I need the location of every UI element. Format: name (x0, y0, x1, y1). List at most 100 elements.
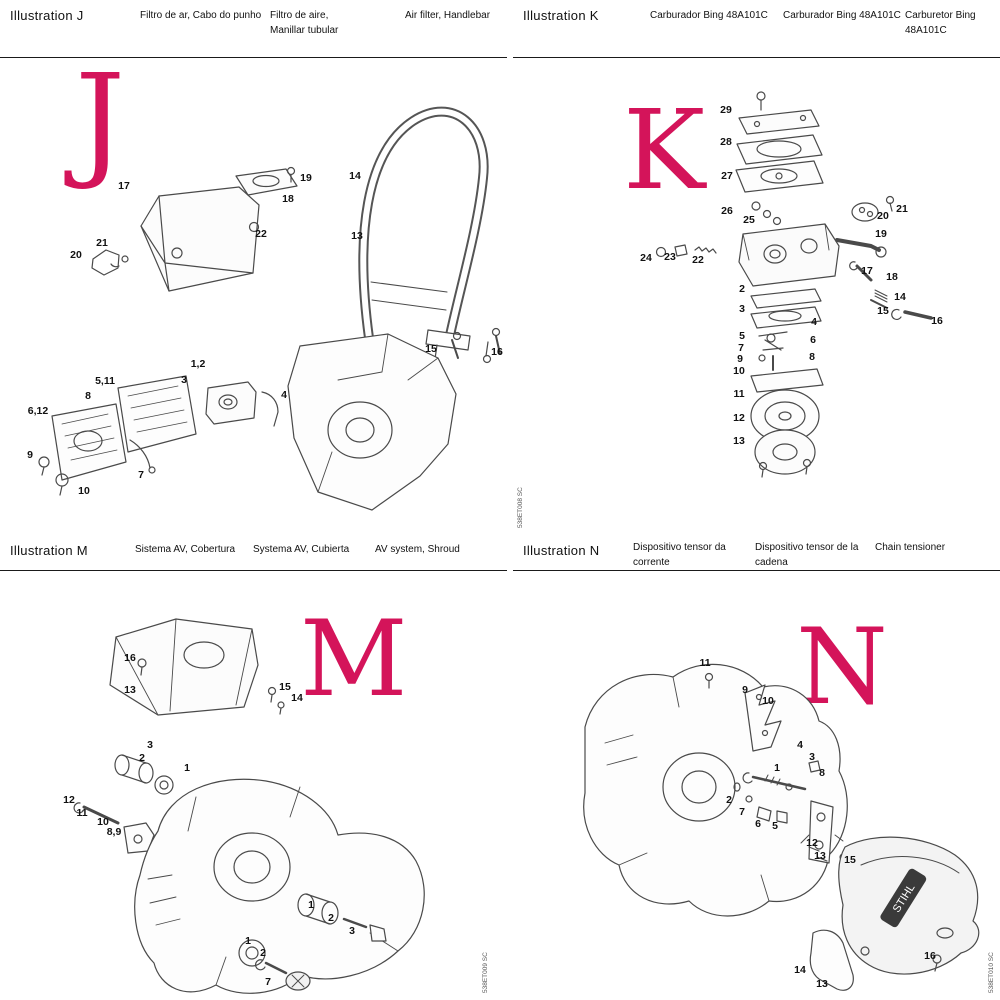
part-callout-4: 4 (281, 389, 287, 401)
part-callout-1: 1 (308, 899, 314, 911)
part-callout-11: 11 (699, 657, 711, 669)
part-callout-7: 7 (738, 342, 744, 354)
part-callout-25: 25 (743, 214, 755, 226)
header-divider (0, 570, 507, 571)
section-letter-j: J (75, 48, 126, 193)
part-callout-10: 10 (78, 485, 90, 497)
part-callout-14: 14 (894, 291, 906, 303)
part-callout-1: 1 (245, 935, 251, 947)
part-callout-19: 19 (875, 228, 887, 240)
part-callout-9: 9 (742, 684, 748, 696)
part-callout-20: 20 (877, 210, 889, 222)
part-callout-3: 3 (181, 374, 187, 386)
panel-header-k: Illustration K (523, 8, 599, 23)
doc-code: 538ET010 SC (988, 952, 995, 993)
panel-illustration-m: Illustration M Sistema AV, Cobertura Sys… (0, 535, 507, 1000)
part-callout-27: 27 (721, 170, 733, 182)
panel-illustration-j: Illustration J Filtro de ar, Cabo do pun… (0, 0, 507, 535)
part-callout-6: 6 (755, 818, 761, 830)
part-callout-1: 1 (184, 762, 190, 774)
part-callout-9: 9 (737, 353, 743, 365)
description-es: Systema AV, Cubierta (253, 544, 350, 555)
part-callout-11: 11 (76, 807, 88, 819)
section-letter-n: N (796, 606, 888, 728)
part-callout-24: 24 (640, 252, 652, 264)
part-callout-14: 14 (291, 692, 303, 704)
part-callout-23: 23 (664, 251, 676, 263)
part-callout-8-9: 8,9 (106, 826, 122, 838)
part-callout-8: 8 (809, 351, 815, 363)
part-callout-29: 29 (720, 104, 732, 116)
part-callout-3: 3 (739, 303, 745, 315)
part-callout-2: 2 (328, 912, 334, 924)
part-callout-19: 19 (300, 172, 312, 184)
part-callout-7: 7 (265, 976, 271, 988)
part-callout-5: 5 (739, 330, 745, 342)
description-es: Carburador Bing 48A101C (783, 10, 901, 21)
part-callout-16: 16 (491, 346, 503, 358)
part-callout-13: 13 (814, 850, 826, 862)
description-pt: Filtro de ar, Cabo do punho (140, 10, 262, 21)
description-pt: Dispositivo tensor da corrente (633, 542, 726, 568)
part-callout-10: 10 (762, 695, 774, 707)
part-callout-22: 22 (692, 254, 704, 266)
doc-code: 538ET008 SC (517, 487, 524, 528)
description-en: Carburetor Bing 48A101C (905, 10, 976, 36)
part-callout-13: 13 (124, 684, 136, 696)
exploded-diagram-av-system-shroud (73, 618, 425, 994)
section-letter-k: K (623, 86, 706, 214)
part-callout-1-2: 1,2 (190, 358, 206, 370)
part-callout-14: 14 (794, 964, 806, 976)
part-callout-4: 4 (797, 739, 803, 751)
description-en: Air filter, Handlebar (405, 10, 491, 21)
part-callout-15: 15 (279, 681, 291, 693)
part-callout-2: 2 (260, 947, 266, 959)
section-letter-m: M (300, 598, 408, 720)
part-callout-28: 28 (720, 136, 732, 148)
part-callout-4: 4 (811, 316, 817, 328)
part-callout-12: 12 (733, 412, 745, 424)
part-callout-2: 2 (726, 794, 732, 806)
part-callout-2: 2 (739, 283, 745, 295)
part-callout-11: 11 (733, 388, 745, 400)
header-divider (513, 570, 1000, 571)
part-callout-14: 14 (349, 170, 361, 182)
part-callout-22: 22 (255, 228, 267, 240)
part-callout-8: 8 (85, 390, 91, 402)
doc-code: 538ET009 SC (482, 952, 489, 993)
part-callout-16: 16 (931, 315, 943, 327)
part-callout-10: 10 (97, 816, 109, 828)
part-callout-20: 20 (70, 249, 82, 261)
part-callout-17: 17 (861, 265, 873, 277)
part-callout-10: 10 (733, 365, 745, 377)
part-callout-13: 13 (816, 978, 828, 990)
part-callout-17: 17 (118, 180, 130, 192)
part-callout-7: 7 (739, 806, 745, 818)
part-callout-13: 13 (351, 230, 363, 242)
part-callout-5-11: 5,11 (95, 375, 115, 387)
description-en: Chain tensioner (875, 542, 946, 553)
exploded-diagram-carburetor (655, 91, 933, 478)
part-callout-13: 13 (733, 435, 745, 447)
part-callout-18: 18 (886, 271, 898, 283)
description-en: AV system, Shroud (375, 544, 460, 555)
part-callout-26: 26 (721, 205, 733, 217)
part-callout-15: 15 (844, 854, 856, 866)
part-callout-3: 3 (147, 739, 153, 751)
panel-header-j: Illustration J (10, 8, 84, 23)
header-divider (0, 57, 507, 58)
part-callout-21: 21 (96, 237, 108, 249)
description-pt: Carburador Bing 48A101C (650, 10, 768, 21)
part-callout-1: 1 (774, 762, 780, 774)
part-callout-15: 15 (425, 343, 437, 355)
part-callout-7: 7 (138, 469, 144, 481)
description-es: Dispositivo tensor de la cadena (755, 542, 859, 568)
part-callout-16: 16 (924, 950, 936, 962)
header-divider (513, 57, 1000, 58)
exploded-diagram-chain-tensioner: STIHL (583, 663, 980, 991)
panel-header-n: Illustration N (523, 543, 600, 558)
